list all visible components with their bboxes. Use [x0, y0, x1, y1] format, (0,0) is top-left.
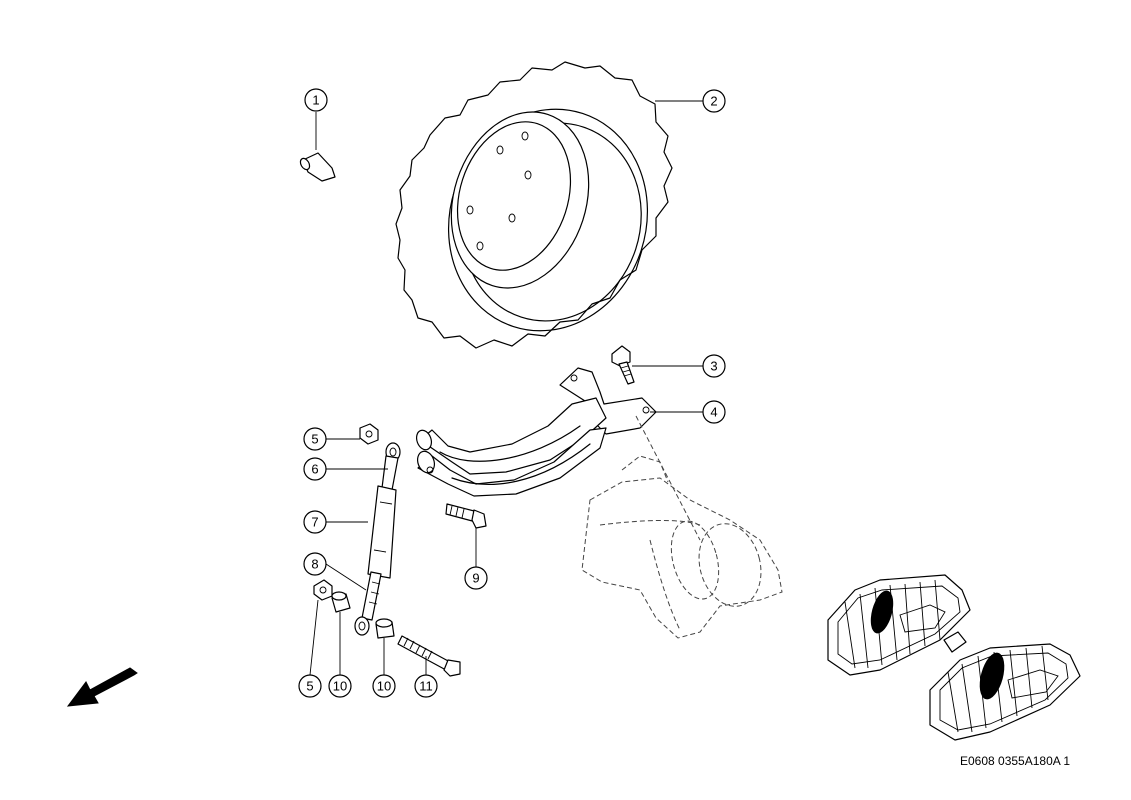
- turnbuckle-assembly: [354, 442, 401, 636]
- direction-arrow-icon: [66, 667, 138, 707]
- callout-2-label: 2: [710, 94, 717, 109]
- callout-1: 1: [304, 88, 328, 112]
- callout-3: 3: [702, 354, 726, 378]
- callout-5a-label: 5: [311, 432, 318, 447]
- callout-10a: 10: [328, 674, 352, 698]
- callout-4-label: 4: [710, 405, 717, 420]
- leader-lines: [309, 100, 703, 676]
- callout-2: 2: [702, 89, 726, 113]
- reference-code: E0608 0355A180A 1: [960, 754, 1071, 768]
- callout-6: 6: [303, 457, 327, 481]
- part-4-guard: [415, 367, 657, 497]
- callout-8-label: 8: [311, 557, 318, 572]
- callout-1-label: 1: [312, 93, 319, 108]
- part-2-sprocket: [395, 61, 673, 349]
- callout-5a: 5: [303, 427, 327, 451]
- callout-3-label: 3: [710, 359, 717, 374]
- callout-11: 11: [414, 674, 438, 698]
- callout-7: 7: [303, 510, 327, 534]
- track-right: [929, 643, 1081, 741]
- part-9-bolt: [445, 503, 487, 529]
- part-3-bolt: [611, 345, 635, 385]
- callout-5b-label: 5: [306, 679, 313, 694]
- callout-4: 4: [702, 400, 726, 424]
- callout-11-label: 11: [419, 679, 433, 694]
- reference-housing-dashed: [581, 415, 783, 639]
- callout-10b-label: 10: [377, 679, 391, 694]
- part-11-bolt: [397, 635, 461, 677]
- part-1-pin: [299, 152, 336, 182]
- callout-10a-label: 10: [333, 679, 347, 694]
- part-10-spacer-left: [331, 591, 351, 613]
- callout-5b: 5: [298, 674, 322, 698]
- callout-10b: 10: [372, 674, 396, 698]
- callout-9-label: 9: [472, 571, 479, 586]
- part-5-nut-lower: [313, 579, 333, 601]
- track-left: [827, 574, 971, 676]
- callout-6-label: 6: [311, 462, 318, 477]
- undercarriage-thumbnail: [827, 574, 1081, 741]
- part-5-nut-upper: [359, 423, 379, 445]
- callout-8: 8: [303, 552, 327, 576]
- callout-9: 9: [464, 566, 488, 590]
- callout-7-label: 7: [311, 515, 318, 530]
- part-10-spacer-right: [375, 618, 395, 639]
